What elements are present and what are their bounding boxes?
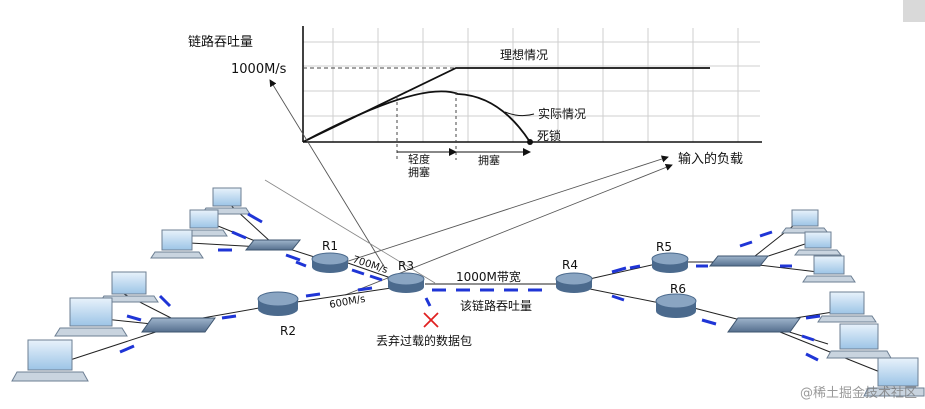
actual-label-leader	[504, 111, 535, 117]
bandwidth-label: 1000M带宽	[456, 269, 521, 284]
dropped-packets-label: 丢弃过载的数据包	[376, 333, 472, 348]
packet-arrow	[119, 344, 135, 354]
load-connector-line-1	[326, 155, 669, 269]
pc-left-top-3	[150, 229, 204, 259]
pc-left-bottom-3	[11, 339, 89, 382]
throughput-label: 该链路吞吐量	[460, 298, 532, 313]
packet-arrow	[739, 240, 753, 248]
router-r3	[387, 272, 425, 293]
light-congestion-label-1: 轻度	[408, 152, 430, 166]
packet-arrows	[119, 212, 821, 362]
pc-right-top-2	[793, 231, 843, 256]
pc-left-top-1	[201, 187, 251, 215]
packet-arrow	[369, 274, 383, 282]
ideal-label: 理想情况	[500, 47, 548, 62]
ideal-curve	[302, 67, 710, 143]
packet-arrow	[126, 314, 142, 322]
packet-arrow	[231, 230, 247, 240]
congestion-label: 拥塞	[478, 153, 500, 167]
pc-right-bottom-3	[863, 357, 925, 397]
packet-arrow	[221, 314, 237, 320]
router-label-r5: R5	[656, 240, 672, 254]
packet-arrow	[629, 264, 641, 270]
router-r2	[257, 291, 299, 316]
drop-x-icon	[423, 312, 439, 328]
pc-left-bottom-2	[54, 297, 128, 337]
router-label-r1: R1	[322, 239, 338, 253]
pc-right-bottom-1	[817, 291, 877, 323]
packet-arrow	[351, 268, 365, 276]
switch-right-top	[708, 255, 770, 267]
router-r5	[651, 252, 689, 273]
packet-arrow	[357, 286, 373, 292]
router-r1	[311, 252, 349, 273]
packet-arrow	[759, 230, 773, 238]
packet-arrow	[285, 253, 301, 262]
pc-right-top-1	[780, 209, 830, 234]
y-axis-label: 链路吞吐量	[188, 34, 253, 50]
packet-arrow	[295, 260, 307, 268]
packet-arrow	[611, 294, 625, 302]
actual-curve	[302, 90, 531, 143]
packet-arrow	[805, 352, 819, 362]
switch-right-bottom	[727, 317, 801, 333]
deadlock-label: 死锁	[537, 128, 561, 143]
y-connector-line	[269, 79, 386, 269]
router-r4	[555, 272, 593, 293]
packet-arrow	[158, 294, 172, 308]
packet-arrow	[247, 212, 263, 224]
packet-arrow	[801, 334, 815, 342]
pc-right-bottom-2	[826, 323, 892, 359]
corner-tab	[903, 0, 925, 22]
chart-grid	[303, 28, 760, 142]
throughput-chart: 链路吞吐量 1000M/s 理想情况 实际情况 死锁 轻度 拥塞 拥塞	[188, 26, 762, 179]
pc-left-bottom-1	[99, 271, 159, 303]
deadlock-point	[527, 139, 533, 145]
switch-left-bottom	[141, 317, 216, 333]
packet-arrow	[611, 266, 627, 274]
router-label-r3: R3	[398, 259, 414, 273]
packet-arrow	[805, 314, 821, 320]
packet-arrow	[424, 297, 432, 307]
light-congestion-label-2: 拥塞	[408, 165, 430, 179]
watermark: @稀土掘金技术社区	[799, 386, 917, 401]
router-label-r2: R2	[280, 324, 296, 338]
pc-right-top-3	[802, 255, 856, 283]
throughput-connector-line	[264, 179, 436, 284]
router-label-r4: R4	[562, 258, 578, 272]
y-tick-1000: 1000M/s	[231, 62, 287, 77]
actual-label: 实际情况	[538, 106, 586, 121]
x-axis-label: 输入的负载	[678, 151, 743, 167]
packet-arrow	[305, 292, 321, 298]
router-label-r6: R6	[670, 282, 686, 296]
packet-arrow	[701, 318, 717, 326]
switch-left-top	[244, 239, 302, 251]
router-r6	[655, 293, 697, 318]
